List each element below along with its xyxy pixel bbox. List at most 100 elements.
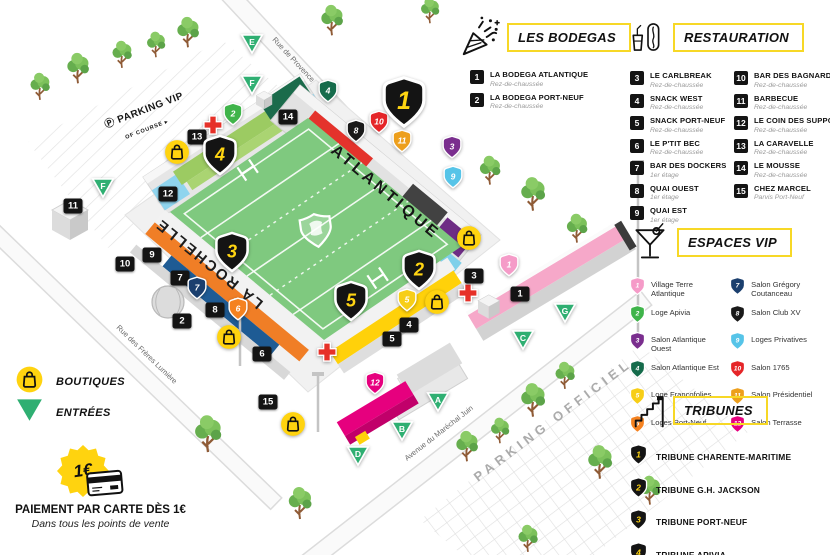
legend-tribunes-title: TRIBUNES: [673, 395, 768, 425]
payment-subtitle: Dans tous les points de vente: [31, 518, 170, 530]
poi-number-tag: 3: [630, 71, 644, 85]
svg-text:7: 7: [195, 283, 201, 293]
stairs-icon: [630, 390, 666, 430]
food-floor: Rez-de-chaussée: [650, 126, 704, 134]
poi-number-tag: 12: [734, 116, 748, 130]
vip-name: Loge Francofolies: [651, 390, 712, 399]
legend-vip-item: 1 Village Terre Atlantique: [630, 276, 722, 300]
food-name: BAR DES BAGNARDS: [754, 71, 830, 80]
food-name: LE CARLBREAK: [650, 71, 712, 80]
vip-shield-1: 1: [499, 253, 519, 277]
tribune-shield-4: 4: [203, 134, 237, 176]
legend-vip-col1: 1 Village Terre Atlantique 2 Loge Apivia 3 Sa…: [630, 276, 722, 442]
entrance-marker-f: F: [240, 75, 264, 96]
svg-text:8: 8: [354, 126, 359, 136]
vip-name: Loge Apivia: [651, 307, 691, 317]
poi-number: 2: [172, 313, 192, 329]
legend-restauration-title: RESTAURATION: [673, 22, 804, 52]
vip-name: Salon 1765: [751, 362, 790, 372]
vip-shield-icon: 7: [730, 276, 746, 300]
food-name: LE COIN DES SUPPORTERS: [754, 116, 830, 125]
svg-text:C: C: [520, 333, 526, 343]
svg-text:6: 6: [236, 304, 241, 314]
tribune-name: TRIBUNE PORT-NEUF: [656, 517, 748, 527]
first-aid-marker: [317, 342, 338, 363]
first-aid-marker: [203, 115, 224, 136]
boutique-marker: [457, 226, 482, 251]
food-floor: Rez-de-chaussée: [490, 103, 544, 110]
vip-name: Salon Terrasse: [751, 417, 802, 427]
food-name: QUAI OUEST: [650, 183, 699, 193]
poi-number-tag: 9: [630, 206, 644, 220]
tribune-name: TRIBUNE CHARENTE-MARITIME: [656, 452, 792, 462]
vip-shield-12: 12: [365, 371, 385, 395]
svg-text:4: 4: [635, 547, 641, 555]
building-salon-terrasse: [336, 342, 463, 445]
vip-shield-icon: 8: [730, 304, 746, 328]
club-crest: [298, 212, 332, 249]
tribune-name: TRIBUNE APIVIA: [656, 549, 726, 555]
food-name: SNACK WEST: [650, 93, 703, 103]
parking-officiel-area: [420, 345, 748, 555]
food-floor: Rez-de-chaussée: [650, 81, 704, 89]
poi-number: 15: [258, 394, 278, 410]
poi-tag-7: 7: [170, 270, 190, 286]
food-floor: Parvis Port-Neuf: [754, 194, 804, 201]
poi-number: 4: [399, 317, 419, 333]
svg-text:1: 1: [507, 260, 512, 270]
food-floor: Rez-de-chaussée: [754, 104, 808, 111]
svg-text:9: 9: [451, 172, 456, 182]
svg-text:3: 3: [636, 514, 641, 524]
poi-number: 1: [510, 286, 530, 302]
tribune-name: TRIBUNE G.H. JACKSON: [656, 484, 761, 495]
tribune-shield-icon: 3: [629, 508, 648, 535]
food-floor: Rez-de-chaussée: [754, 149, 808, 156]
vip-shield-icon: 3: [630, 331, 645, 355]
boutique-bag-icon: [16, 366, 43, 398]
svg-text:2: 2: [635, 482, 641, 492]
tribune-shield-2: 2: [402, 249, 436, 291]
food-name: LA BODEGA PORT-NEUF: [490, 92, 584, 102]
food-name: SNACK PORT-NEUF: [650, 116, 726, 125]
poi-number-tag: 7: [630, 161, 644, 175]
legend-vip-item: 2 Loge Apivia: [630, 304, 722, 328]
vip-name: Village Terre Atlantique: [651, 280, 693, 299]
legend-bodegas-title: LES BODEGAS: [507, 22, 631, 52]
svg-text:1: 1: [636, 282, 640, 289]
poi-number: 6: [252, 346, 272, 362]
pitch: [170, 118, 462, 340]
vip-name: Salon Atlantique Ouest: [651, 335, 706, 354]
poi-tag-13: 13: [187, 129, 207, 145]
svg-text:2: 2: [413, 260, 424, 280]
poi-tag-11: 11: [63, 198, 83, 214]
legend-vip-item: 3 Salon Atlantique Ouest: [630, 331, 722, 355]
poi-tag-8: 8: [205, 302, 225, 318]
boutiques-label: BOUTIQUES: [56, 376, 125, 388]
key-entrees: ENTRÉES: [16, 398, 111, 427]
parking-vip-area: [28, 40, 300, 248]
poi-number: 9: [142, 247, 162, 263]
vip-shield-icon: 10: [730, 359, 746, 383]
boutique-marker: [425, 290, 450, 315]
vip-name: Loges Port-Neuf: [651, 417, 707, 427]
goalpost: [366, 266, 389, 290]
food-name: LA CARAVELLE: [754, 138, 814, 148]
vip-shield-2: 2: [223, 102, 243, 126]
svg-text:2: 2: [635, 310, 640, 317]
svg-text:3: 3: [450, 142, 455, 152]
svg-text:5: 5: [405, 295, 410, 305]
vip-shield-icon: 2: [630, 304, 645, 328]
